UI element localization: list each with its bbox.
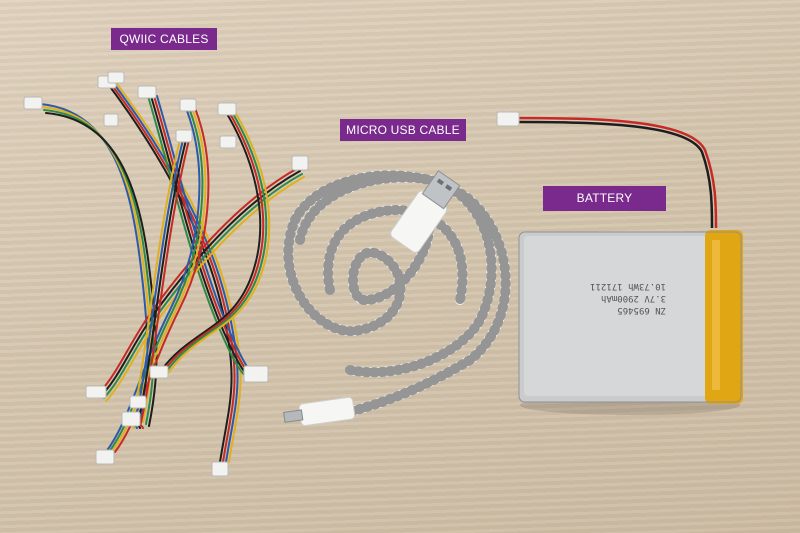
battery-connector — [496, 111, 520, 127]
qwiic-cables — [39, 83, 305, 463]
battery-print-line: 3.7V 2900mAh — [600, 293, 666, 303]
battery-label: BATTERY — [543, 186, 666, 211]
qwiic-cables-label: QWIIC CABLES — [111, 28, 217, 50]
qwiic-cable — [99, 167, 305, 402]
usb-a-plug — [390, 170, 461, 253]
qwiic-connectors — [23, 71, 309, 477]
battery-lead — [514, 116, 718, 229]
battery-print-line: 10.73Wh 171211 — [590, 281, 666, 291]
battery-print: ZN 695465 3.7V 2900mAh 10.73Wh 171211 — [566, 280, 666, 316]
battery-print-line: ZN 695465 — [617, 305, 666, 315]
battery-pack — [518, 230, 743, 404]
qwiic-cable — [159, 111, 271, 373]
micro-usb-cable — [283, 170, 511, 425]
qwiic-cable — [107, 83, 242, 463]
micro-usb-cable-label: MICRO USB CABLE — [340, 119, 466, 141]
qwiic-cable — [39, 103, 158, 427]
micro-usb-plug — [283, 396, 356, 427]
